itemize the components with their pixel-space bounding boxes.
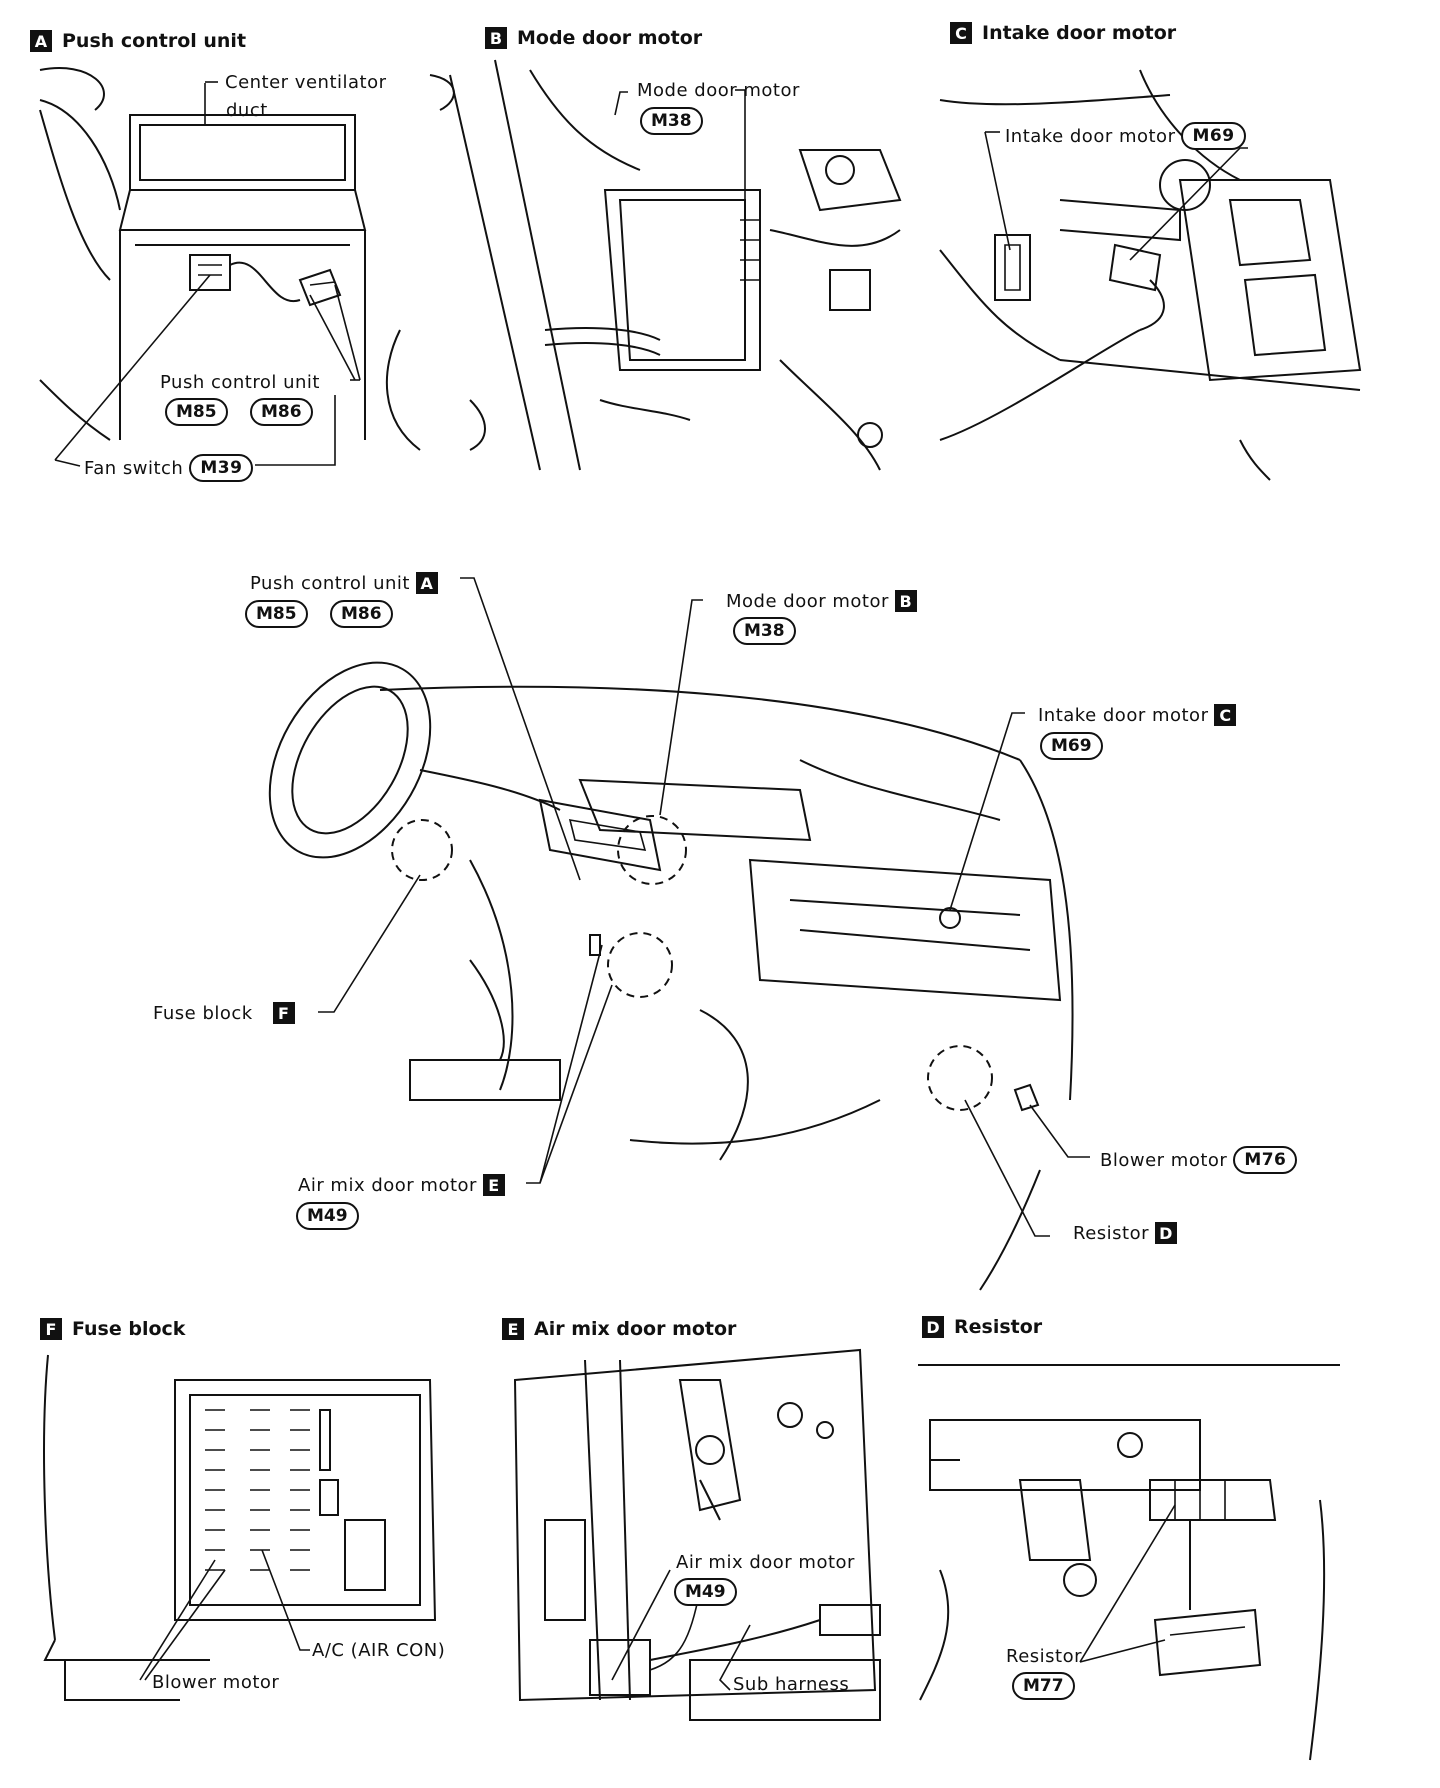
- panel-d-title: D Resistor: [922, 1316, 1042, 1338]
- panel-e-drawing: [513, 1348, 881, 1721]
- overview-air-mix-door-motor-label: Air mix door motor E: [298, 1174, 505, 1196]
- overview-letter-f: F: [272, 1002, 295, 1024]
- panel-a-drawing: [39, 67, 455, 467]
- overview-connector-m49: M49: [296, 1202, 359, 1230]
- panel-d-title-text: Resistor: [954, 1316, 1043, 1338]
- panel-d-drawing: [918, 1364, 1340, 1761]
- panel-c-title-text: Intake door motor: [982, 22, 1177, 44]
- overview-letter-c: C: [1214, 704, 1237, 726]
- center-ventilator-label: Center ventilator: [225, 72, 387, 93]
- letter-c-badge: C: [950, 22, 972, 44]
- connector-m85-a: M85: [165, 398, 228, 426]
- air-mix-door-motor-label-e: Air mix door motor: [676, 1552, 855, 1573]
- panel-c-title: C Intake door motor: [950, 22, 1176, 44]
- overview-intake-door-motor-label: Intake door motor C: [1038, 704, 1237, 726]
- overview-fuse-block-label: Fuse block F: [153, 1002, 295, 1024]
- overview-letter-a: A: [415, 572, 438, 594]
- intake-door-motor-text-c: Intake door motor: [1005, 125, 1176, 147]
- connector-m38-b: M38: [640, 107, 703, 135]
- overview-push-control-unit-text: Push control unit: [250, 572, 410, 594]
- overview-letter-b: B: [894, 590, 917, 612]
- connector-m77: M77: [1012, 1672, 1075, 1700]
- letter-e-badge: E: [502, 1318, 524, 1340]
- letter-b-badge: B: [485, 27, 507, 49]
- overview-resistor-label: Resistor D: [1073, 1222, 1177, 1244]
- overview-intake-door-motor-text: Intake door motor: [1038, 704, 1209, 726]
- connector-m86-a: M86: [250, 398, 313, 426]
- panel-f-drawing: [43, 1354, 437, 1701]
- overview-mode-door-motor-text: Mode door motor: [726, 590, 889, 612]
- overview-letter-e: E: [482, 1174, 505, 1196]
- overview-connector-m86: M86: [330, 600, 393, 628]
- panel-a-title-text: Push control unit: [62, 30, 247, 52]
- letter-a-badge: A: [30, 30, 52, 52]
- letter-d-badge: D: [922, 1316, 944, 1338]
- overview-connector-m76: M76: [1233, 1146, 1298, 1174]
- overview-connector-m69: M69: [1040, 732, 1103, 760]
- panel-e-title-text: Air mix door motor: [534, 1318, 737, 1340]
- panel-f-title: F Fuse block: [40, 1318, 185, 1340]
- overview-push-control-unit-label: Push control unit A: [250, 572, 438, 594]
- overview-fuse-block-text: Fuse block: [153, 1002, 253, 1024]
- panel-b-title: B Mode door motor: [485, 27, 702, 49]
- ac-air-con-label: A/C (AIR CON): [312, 1640, 446, 1661]
- overview-air-mix-door-motor-text: Air mix door motor: [298, 1174, 477, 1196]
- overview-connector-m38: M38: [733, 617, 796, 645]
- panel-b-drawing: [449, 59, 902, 471]
- mode-door-motor-label-b: Mode door motor: [637, 80, 800, 101]
- push-control-unit-label: Push control unit: [160, 372, 320, 393]
- overview-mode-door-motor-label: Mode door motor B: [726, 590, 917, 612]
- overview-letter-d: D: [1155, 1222, 1177, 1244]
- panel-b-title-text: Mode door motor: [517, 27, 703, 49]
- overview-connector-m85: M85: [245, 600, 308, 628]
- resistor-label-d: Resistor: [1006, 1646, 1082, 1667]
- letter-f-badge: F: [40, 1318, 62, 1340]
- panel-a-title: A Push control unit: [30, 30, 246, 52]
- overview-blower-motor-text: Blower motor: [1100, 1149, 1228, 1171]
- fan-switch-label: Fan switch M39: [84, 454, 254, 482]
- intake-door-motor-label-c: Intake door motor M69: [1005, 122, 1246, 150]
- panel-f-title-text: Fuse block: [72, 1318, 186, 1340]
- connector-m69-c: M69: [1181, 122, 1246, 150]
- sub-harness-label: Sub harness: [733, 1674, 850, 1695]
- overview-blower-motor-label: Blower motor M76: [1100, 1146, 1298, 1174]
- fan-switch-text: Fan switch: [84, 457, 184, 479]
- panel-e-title: E Air mix door motor: [502, 1318, 736, 1340]
- connector-m39: M39: [189, 454, 254, 482]
- connector-m49-e: M49: [674, 1578, 737, 1606]
- fuse-blower-motor-label: Blower motor: [152, 1672, 280, 1693]
- overview-resistor-text: Resistor: [1073, 1222, 1149, 1244]
- overview-drawing: [268, 577, 1090, 1291]
- duct-label: duct: [226, 100, 268, 121]
